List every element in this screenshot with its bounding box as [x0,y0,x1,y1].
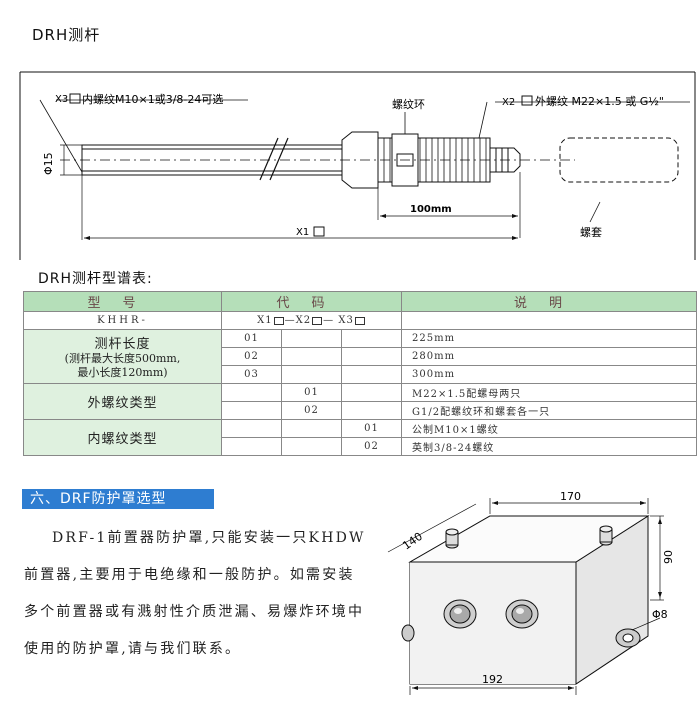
dim-170-label: 170 [560,490,581,503]
header-desc: 说明 [401,291,697,312]
diameter-label: Φ15 [42,152,55,175]
pattern-x3: — X3 [323,315,354,326]
probe-rod-drawing: X3 内螺纹M10×1或3/8-24可选 螺纹环 X2 外螺纹 M22×1.5 … [19,71,696,260]
model-desc [401,311,697,330]
row-code: 01 [221,329,282,348]
group-length-sub1: (测杆最大长度500mm, [64,352,181,365]
section-paragraph: DRF-1前置器防护罩,只能安装一只KHDW前置器,主要用于电绝缘和一般防护。如… [24,530,366,657]
rod-tip [489,147,521,173]
header-code: 代码 [221,291,402,312]
x2-checkbox [521,95,533,106]
x2-text: 外螺纹 M22×1.5 或 G½" [535,94,664,108]
cable-gland-right [505,599,539,629]
x1-checkbox [313,226,325,237]
spec-table: 型号 代码 说明 KHHR- X1 —X2 — X3 测杆长度 (测杆最大长度500… [23,291,697,456]
table-row: 02 280mm [24,347,697,366]
model-row: KHHR- X1 —X2 — X3 [23,311,697,330]
row-code: 03 [221,365,282,384]
group-length-title: 测杆长度 [94,337,151,352]
row-desc: 280mm [401,347,697,366]
x3-checkbox [69,93,81,104]
break-line [259,137,279,181]
pattern-x1: X1 [257,315,273,326]
page-title: DRH测杆 [32,26,101,44]
dim-phi8-label: Φ8 [652,608,668,621]
table-row: 02 英制3/8-24螺纹 [24,437,697,456]
group-int-title: 内螺纹类型 [87,432,158,447]
row-code: 02 [221,347,282,366]
mount-foot-left [401,624,415,642]
sleeve [559,137,679,183]
sleeve-leader [589,201,601,223]
model-pattern: X1 —X2 — X3 [221,311,402,330]
row-code: 02 [341,437,402,456]
model-code: KHHR- [23,311,222,330]
x1-label: X1 [296,227,309,238]
x1-box [273,316,284,325]
table-row: 测杆长度 (测杆最大长度500mm, 最小长度120mm) 01 225mm [23,329,697,384]
top-stud-left [445,528,459,549]
x2-box [312,316,323,325]
x3-leader [39,99,83,173]
x2-leader [478,101,488,139]
dim-140-label: 140 [400,530,425,553]
row-desc: 公制M10×1螺纹 [401,419,697,438]
row-desc: 英制3/8-24螺纹 [401,437,697,456]
table-row: 03 300mm [24,365,697,384]
sleeve-label: 螺套 [580,226,602,239]
row-desc: G1/2配螺纹环和螺套各一只 [401,401,697,420]
group-length-sub2: 最小长度120mm) [77,366,168,379]
row-desc: M22×1.5配螺母两只 [401,383,697,402]
row-desc: 225mm [401,329,697,348]
x2-label: X2 [502,97,515,108]
ring-label: 螺纹环 [392,97,425,111]
table-title: DRH测杆型谱表: [38,271,153,287]
protective-cover-drawing: 170 140 90 Φ8 192 [387,490,675,695]
section-header: 六、DRF防护罩选型 [22,489,214,509]
dim-140-line [387,503,477,553]
x3-box [354,316,365,325]
table-row: 外螺纹类型 01 M22×1.5配螺母两只 [23,383,697,420]
row-desc: 300mm [401,365,697,384]
dim-phi8-leader [631,617,661,631]
group-ext-title: 外螺纹类型 [87,396,158,411]
dim-192-label: 192 [482,673,503,686]
row-code: 02 [281,401,342,420]
pattern-x2: —X2 [284,315,312,326]
row-code: 01 [281,383,342,402]
cable-gland-left [443,599,477,629]
group-ext-thread: 外螺纹类型 [23,383,222,420]
x3-label: X3 [55,94,68,105]
group-int-thread: 内螺纹类型 [23,419,222,456]
mount-foot-right [615,628,641,648]
dim-90-label: 90 [662,550,675,564]
top-stud-right [599,525,613,546]
dim-100-label: 100mm [410,204,452,215]
header-model: 型号 [23,291,222,312]
table-row: 内螺纹类型 01 公制M10×1螺纹 [23,419,697,456]
row-code: 01 [341,419,402,438]
table-header-row: 型号 代码 说明 [23,291,697,312]
group-length: 测杆长度 (测杆最大长度500mm, 最小长度120mm) [23,329,222,384]
x3-text: 内螺纹M10×1或3/8-24可选 [82,92,223,106]
